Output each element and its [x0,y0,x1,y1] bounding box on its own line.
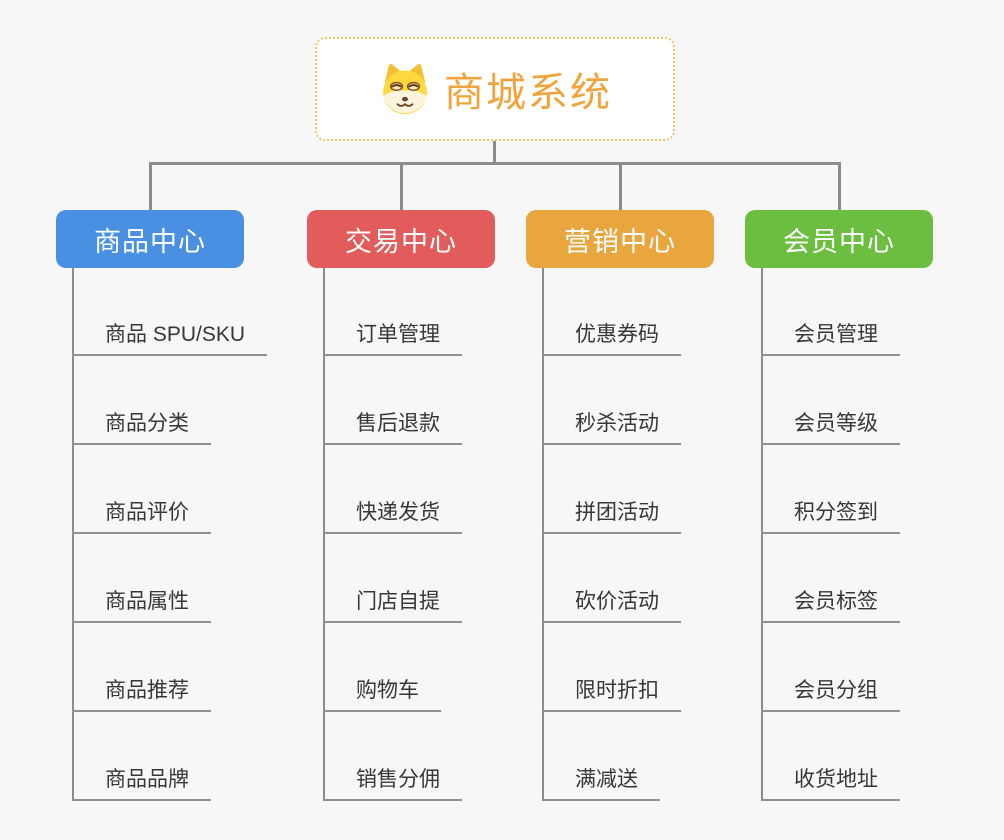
branch-node-3[interactable]: 营销中心 [526,210,714,268]
leaf-item[interactable]: 订单管理 [323,324,462,356]
branch-label: 会员中心 [783,226,895,257]
leaf-item[interactable]: 商品分类 [72,413,211,445]
leaf-item[interactable]: 会员标签 [761,591,900,623]
leaf-item[interactable]: 商品属性 [72,591,211,623]
branch-label: 商品中心 [94,226,206,257]
branch-trunk-line-2 [323,268,325,801]
leaf-item[interactable]: 商品评价 [72,502,211,534]
leaf-item[interactable]: 限时折扣 [542,680,681,712]
leaf-item[interactable]: 商品推荐 [72,680,211,712]
branch-label: 营销中心 [564,226,676,257]
leaf-item[interactable]: 商品 SPU/SKU [72,324,268,356]
leaf-item[interactable]: 门店自提 [323,591,462,623]
leaf-item[interactable]: 购物车 [323,680,441,712]
leaf-item[interactable]: 会员等级 [761,413,900,445]
leaf-item[interactable]: 满减送 [542,769,660,801]
branch-trunk-line-3 [542,268,544,801]
leaf-item[interactable]: 商品品牌 [72,769,211,801]
leaf-item[interactable]: 销售分佣 [323,769,462,801]
branch-label: 交易中心 [345,226,457,257]
leaf-item[interactable]: 快递发货 [323,502,462,534]
leaf-item[interactable]: 砍价活动 [542,591,681,623]
leaf-item[interactable]: 会员管理 [761,324,900,356]
leaf-item[interactable]: 会员分组 [761,680,900,712]
branch-trunk-line-4 [761,268,763,801]
branch-node-2[interactable]: 交易中心 [307,210,495,268]
root-title: 商城系统 [444,71,612,115]
root-node[interactable]: 商城系统 [315,37,675,141]
doge-face-icon [383,63,427,115]
branch-node-1[interactable]: 商品中心 [56,210,244,268]
branch-drop-line-4 [838,162,841,210]
leaf-item[interactable]: 拼团活动 [542,502,681,534]
leaf-item[interactable]: 秒杀活动 [542,413,681,445]
branch-drop-line-3 [619,162,622,210]
branch-node-4[interactable]: 会员中心 [745,210,933,268]
leaf-item[interactable]: 积分签到 [761,502,900,534]
leaf-item[interactable]: 优惠券码 [542,324,681,356]
branch-trunk-line-1 [72,268,74,801]
leaf-item[interactable]: 售后退款 [323,413,462,445]
leaf-item[interactable]: 收货地址 [761,769,900,801]
bus-line [149,162,841,165]
branch-drop-line-2 [400,162,403,210]
branch-drop-line-1 [149,162,152,210]
root-drop-line [493,141,496,165]
